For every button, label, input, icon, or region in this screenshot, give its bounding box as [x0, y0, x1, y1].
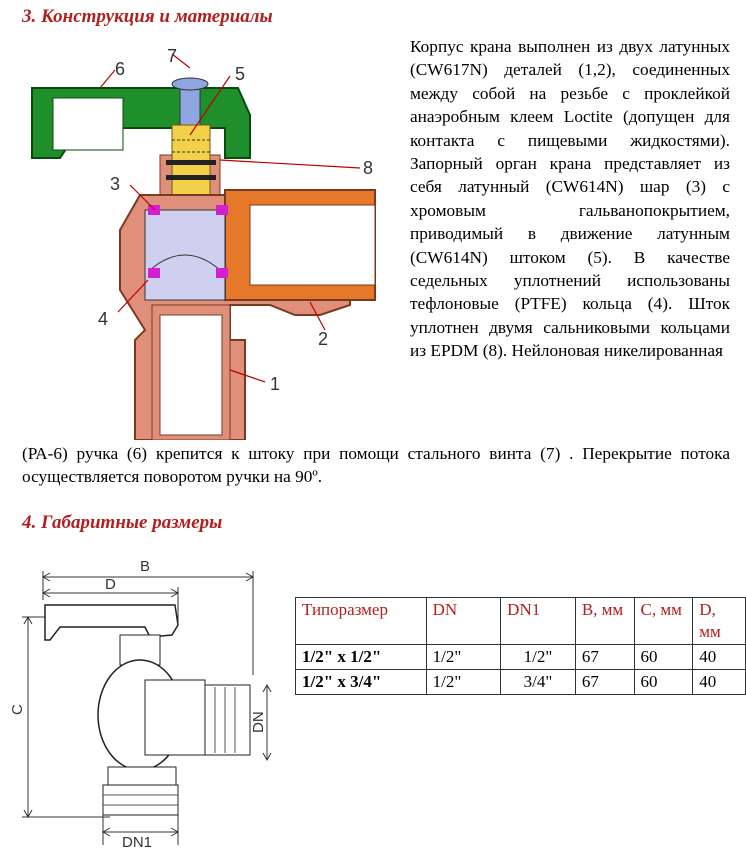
- label-7: 7: [167, 46, 177, 66]
- cell-d: 40: [692, 669, 746, 695]
- table-header-row: Типоразмер DN DN1 B, мм C, мм D, мм: [295, 597, 746, 645]
- cell-dn1: 1/2": [500, 644, 576, 670]
- cell-b: 67: [574, 644, 635, 670]
- description-paragraph-full: (РА-6) ручка (6) крепится к штоку при по…: [22, 444, 730, 487]
- label-6: 6: [115, 59, 125, 79]
- cell-c: 60: [633, 644, 694, 670]
- table-row: 1/2" x 1/2" 1/2" 1/2" 67 60 40: [295, 644, 746, 670]
- label-2: 2: [318, 329, 328, 349]
- label-3: 3: [110, 174, 120, 194]
- section-3-title: 3. Конструкция и материалы: [22, 6, 273, 27]
- section-4-title: 4. Габаритные размеры: [22, 512, 223, 533]
- cell-dn1: 3/4": [500, 669, 576, 695]
- label-5: 5: [235, 64, 245, 84]
- valve-cross-section-diagram: 6 7 5 8 3 4 2 1: [31, 46, 376, 440]
- dimensions-table: Типоразмер DN DN1 B, мм C, мм D, мм 1/2"…: [295, 597, 746, 695]
- dims-handle: [44, 604, 179, 641]
- dim-label-b: B: [140, 558, 150, 575]
- seal-bottom-right: [216, 268, 228, 278]
- th-d: D, мм: [692, 597, 746, 645]
- dim-label-dn: DN: [250, 711, 267, 733]
- dimensions-diagram: B D C DN DN1: [9, 558, 272, 850]
- cell-d: 40: [692, 644, 746, 670]
- label-1: 1: [270, 374, 280, 394]
- th-dn1: DN1: [500, 597, 576, 645]
- th-dn: DN: [425, 597, 502, 645]
- cell-type: 1/2" x 1/2": [295, 644, 427, 670]
- seal-bottom-left: [148, 268, 160, 278]
- cell-dn: 1/2": [425, 644, 502, 670]
- cell-type: 1/2" x 3/4": [295, 669, 427, 695]
- seal-top-left: [148, 205, 160, 215]
- label-8: 8: [363, 158, 373, 178]
- dim-label-dn1: DN1: [122, 834, 152, 850]
- cell-dn: 1/2": [425, 669, 502, 695]
- seal-top-right: [216, 205, 228, 215]
- cell-b: 67: [574, 669, 635, 695]
- description-paragraph-right: Корпус крана выполнен из двух латунных (…: [410, 37, 730, 361]
- dim-label-d: D: [105, 576, 116, 593]
- th-type: Типоразмер: [295, 597, 427, 645]
- table-row: 1/2" x 3/4" 1/2" 3/4" 67 60 40: [295, 669, 746, 695]
- handle-window: [52, 97, 124, 151]
- th-c: C, мм: [633, 597, 694, 645]
- cell-c: 60: [633, 669, 694, 695]
- label-4: 4: [98, 309, 108, 329]
- dim-label-c: C: [9, 704, 26, 715]
- th-b: B, мм: [574, 597, 635, 645]
